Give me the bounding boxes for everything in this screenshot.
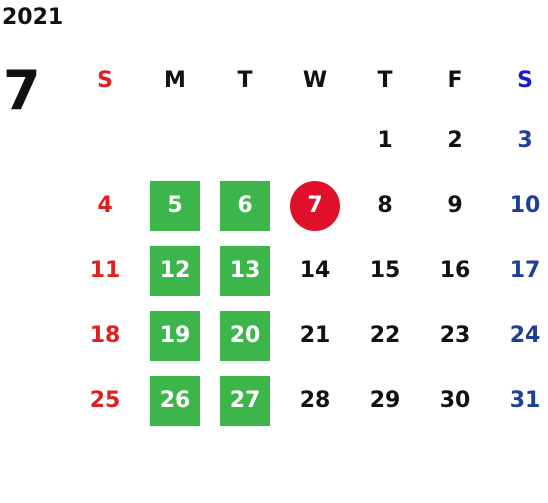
day-cell: 17 (490, 238, 548, 303)
weekday-wednesday: W (302, 68, 328, 93)
day-number: 18 (89, 323, 121, 348)
day-number: 13 (220, 245, 270, 296)
day-cell: 25 (70, 368, 140, 433)
day-number: 3 (517, 128, 533, 153)
day-cell: 11 (70, 238, 140, 303)
day-number (150, 116, 200, 166)
day-cell: 21 (280, 303, 350, 368)
day-cell (210, 108, 280, 173)
day-cell: 4 (70, 173, 140, 238)
day-number: 15 (369, 258, 401, 283)
day-number: 21 (299, 323, 331, 348)
day-cell-highlighted: 19 (140, 303, 210, 368)
day-number (80, 116, 130, 166)
day-number: 28 (299, 388, 331, 413)
day-cell-highlighted: 5 (140, 173, 210, 238)
day-number: 23 (439, 323, 471, 348)
day-cell (280, 108, 350, 173)
day-number: 6 (220, 180, 270, 231)
day-number: 14 (299, 258, 331, 283)
weekday-monday: M (164, 68, 186, 93)
day-number: 11 (89, 258, 121, 283)
day-cell: 16 (420, 238, 490, 303)
day-cell: 30 (420, 368, 490, 433)
day-number: 12 (150, 245, 200, 296)
day-number: 24 (509, 323, 541, 348)
day-number: 29 (369, 388, 401, 413)
day-cell: 31 (490, 368, 548, 433)
day-cell-highlighted: 6 (210, 173, 280, 238)
day-number: 2 (447, 128, 463, 153)
day-cell-highlighted: 12 (140, 238, 210, 303)
day-number (290, 116, 340, 166)
day-number (220, 116, 270, 166)
day-cell (70, 108, 140, 173)
day-number: 27 (220, 375, 270, 426)
day-number: 10 (509, 193, 541, 218)
weekday-tuesday: T (237, 68, 253, 93)
day-cell: 8 (350, 173, 420, 238)
weekday-friday: F (447, 68, 463, 93)
day-number: 1 (377, 128, 393, 153)
day-number: 5 (150, 180, 200, 231)
day-cell: 3 (490, 108, 548, 173)
day-cell: 1 (350, 108, 420, 173)
day-cell: 14 (280, 238, 350, 303)
day-cell: 10 (490, 173, 548, 238)
day-number: 30 (439, 388, 471, 413)
day-number: 4 (97, 193, 113, 218)
day-number: 19 (150, 310, 200, 361)
day-number: 8 (377, 193, 393, 218)
day-cell-highlighted: 20 (210, 303, 280, 368)
weekday-saturday: S (517, 68, 533, 93)
calendar-grid: S M T W T F S 1 2 3 4 5 6 7 8 9 10 11 12… (70, 53, 548, 433)
day-cell (140, 108, 210, 173)
weekday-thursday: T (377, 68, 393, 93)
day-number: 9 (447, 193, 463, 218)
day-cell: 24 (490, 303, 548, 368)
day-cell-highlighted: 13 (210, 238, 280, 303)
day-cell-highlighted: 27 (210, 368, 280, 433)
day-number: 31 (509, 388, 541, 413)
year-label: 2021 (2, 5, 64, 30)
day-cell: 2 (420, 108, 490, 173)
day-cell: 29 (350, 368, 420, 433)
day-cell: 18 (70, 303, 140, 368)
day-cell: 15 (350, 238, 420, 303)
day-number: 20 (220, 310, 270, 361)
weekday-sunday: S (97, 68, 113, 93)
today-marker: 7 (290, 180, 340, 231)
day-number: 17 (509, 258, 541, 283)
day-cell: 22 (350, 303, 420, 368)
day-number: 26 (150, 375, 200, 426)
day-number: 22 (369, 323, 401, 348)
day-number: 25 (89, 388, 121, 413)
day-number: 16 (439, 258, 471, 283)
month-number: 7 (3, 59, 41, 122)
day-cell: 23 (420, 303, 490, 368)
day-cell: 9 (420, 173, 490, 238)
day-cell-today: 7 (280, 173, 350, 238)
day-cell: 28 (280, 368, 350, 433)
day-cell-highlighted: 26 (140, 368, 210, 433)
